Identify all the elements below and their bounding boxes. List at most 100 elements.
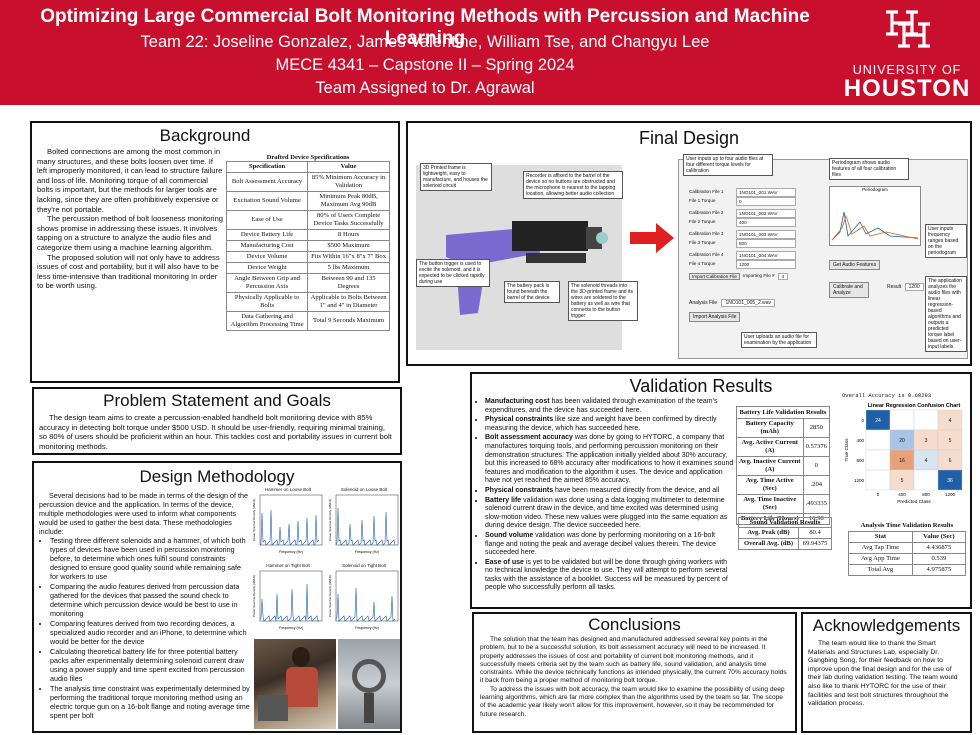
confusion-row-label: 400 xyxy=(856,438,864,443)
calibrate-analyze-button[interactable]: Calibrate and Analyze xyxy=(829,282,869,298)
battery-annotation: The battery pack is found beneath the ba… xyxy=(504,281,560,303)
psd-xlabel: Frequency (Hz) xyxy=(355,626,379,630)
import-analysis-button[interactable]: Import Analysis File xyxy=(689,312,741,322)
get-audio-features-button[interactable]: Get Audio Features xyxy=(829,260,881,270)
app-field-label: Calibration File 2 xyxy=(689,210,724,215)
app-field-row: File 2 Torque 400 xyxy=(689,218,809,227)
analysis-file-input[interactable]: 1NO101_005_2.wav xyxy=(721,299,776,307)
psd-ylabel: Power Spectral Density (dB/Hz) xyxy=(252,575,256,617)
confusion-cell xyxy=(865,449,891,471)
app-field-input[interactable]: 1NO101_001.WAV xyxy=(736,188,796,197)
app-field-input[interactable]: 1NO101_002.WAV xyxy=(736,209,796,218)
poster-title: Optimizing Large Commercial Bolt Monitor… xyxy=(40,6,810,49)
psd-ylabel: Power Spectral Density (dB/Hz) xyxy=(328,499,332,541)
validation-bullet-lead: Physical constraints xyxy=(485,416,554,424)
problem-title: Problem Statement and Goals xyxy=(103,391,331,410)
validation-bullet-lead: Sound volume xyxy=(485,531,534,539)
spec-row: Data Gathering and Algorithm Processing … xyxy=(225,311,390,331)
time-header: Stat xyxy=(848,531,913,543)
methodology-text: Several decisions had to be made in term… xyxy=(39,491,251,721)
right-arrow-icon xyxy=(630,223,674,253)
app-field-input[interactable]: 1200 xyxy=(736,260,796,269)
poster-header: Optimizing Large Commercial Bolt Monitor… xyxy=(0,0,980,105)
background-title: Background xyxy=(159,126,251,145)
background-section: Background Bolted connections are among … xyxy=(30,121,400,383)
spec-value: Applicable to Bolts Between 1" and 4" in… xyxy=(307,292,390,312)
confusion-cell xyxy=(913,409,939,431)
confusion-row-label: 1200 xyxy=(854,478,865,483)
sound-table-block: Sound Validation Results Avg. Peak (dB)8… xyxy=(737,517,832,550)
spec-name: Physically Applicable to Bolts xyxy=(225,292,309,312)
spec-value: 8 Hours xyxy=(307,229,390,241)
app-field-label: File 4 Torque xyxy=(689,261,716,266)
conclusions-paragraph: The solution that the team has designed … xyxy=(480,636,787,685)
time-value: 0.539 xyxy=(911,553,967,565)
confusion-value: 3 xyxy=(925,438,928,444)
import-calibration-button[interactable]: Import Calibration File xyxy=(689,273,740,280)
battery-row: Battery Life (Hours)16.98 xyxy=(736,513,831,525)
recorder-annotation: Recorder is affixed to the barrel of the… xyxy=(523,171,623,199)
validation-bullets: Manufacturing cost has been validated th… xyxy=(474,398,734,594)
methodology-section: Design Methodology Several decisions had… xyxy=(32,461,402,733)
confusion-title: Linear Regression Confusion Chart xyxy=(868,403,961,409)
confusion-value: 5 xyxy=(901,478,904,484)
spec-name: Excitation Sound Volume xyxy=(225,191,309,211)
app-field-input[interactable]: 1NO101_004.WAV xyxy=(736,251,796,260)
battery-label: Avg. Active Current (A) xyxy=(736,437,804,457)
app-field-label: File 3 Torque xyxy=(689,240,716,245)
sound-row: Overall Avg. (dB)69.94375 xyxy=(737,538,832,550)
team-line: Team 22: Joseline Gonzalez, James Valent… xyxy=(140,33,710,51)
background-paragraph: The proposed solution will not only have… xyxy=(37,252,220,291)
uh-monogram-icon xyxy=(886,10,930,48)
psd-xlabel: Frequency (Hz) xyxy=(355,550,379,554)
conclusions-title: Conclusions xyxy=(588,615,681,634)
confusion-cell xyxy=(865,429,891,451)
validation-bullet: Sound volume validation was done by perf… xyxy=(485,532,734,558)
background-paragraph: Bolted connections are among the most co… xyxy=(37,147,223,214)
importing-file-select[interactable]: 4 xyxy=(777,273,789,280)
course-line: MECE 4341 – Capstone II – Spring 2024 xyxy=(275,56,575,74)
result-row: Result 1200 xyxy=(887,283,924,291)
sound-row: Avg. Peak (dB)80.4 xyxy=(737,527,832,539)
confusion-ylabel: True Class xyxy=(844,438,850,462)
app-field-input[interactable]: 800 xyxy=(736,239,796,248)
battery-label: Avg. Time Inactive (Sec) xyxy=(736,494,804,514)
lab-photo-equipment xyxy=(338,639,400,729)
lab-photo-person xyxy=(254,639,336,729)
battery-value: .493335 xyxy=(802,494,831,514)
confusion-col-label: 0 xyxy=(877,492,880,497)
battery-label: Battery Capacity (mAh) xyxy=(736,418,804,438)
frequency-annotation: User inputs frequency ranges based on th… xyxy=(925,224,967,258)
battery-value: 16.98 xyxy=(802,513,831,525)
battery-label: Avg. Time Active (Sec) xyxy=(736,475,804,495)
validation-bullet-text: validation was done by performing monito… xyxy=(485,531,717,557)
validation-bullet: Bolt assessment accuracy was done by goi… xyxy=(485,434,734,486)
validation-bullet: Physical constraints like size and weigh… xyxy=(485,416,734,433)
app-field-label: File 2 Torque xyxy=(689,219,716,224)
spec-header: Value xyxy=(307,161,390,173)
battery-row: Avg. Time Inactive (Sec).493335 xyxy=(736,494,831,514)
analysis-file-label: Analysis File xyxy=(689,300,718,306)
psd-plot-title: Hammer on Loose Bolt xyxy=(264,487,312,492)
battery-label: Avg. Inactive Current (A) xyxy=(736,456,804,476)
spec-name: Device Battery Life xyxy=(225,229,309,241)
spec-name: Manufacturing Cost xyxy=(225,240,309,252)
result-value: 1200 xyxy=(904,283,924,291)
app-field-input[interactable]: 400 xyxy=(736,218,796,227)
app-field-input[interactable]: 1NO101_003.WAV xyxy=(736,230,796,239)
app-field-input[interactable]: 0 xyxy=(736,197,796,206)
spec-name: Device Volume xyxy=(225,251,309,263)
spec-header: Specification xyxy=(225,161,309,173)
